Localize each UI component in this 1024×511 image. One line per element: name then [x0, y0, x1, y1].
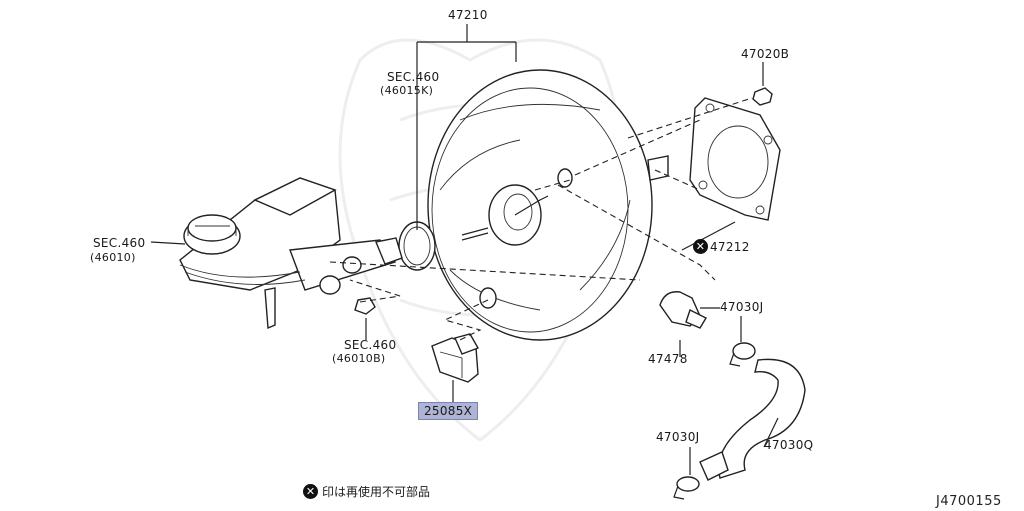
label-47030j-right: 47030J [720, 300, 764, 314]
clamp-right[interactable] [729, 342, 756, 367]
clamp-bottom[interactable] [673, 476, 700, 500]
brake-booster[interactable] [427, 69, 669, 341]
non-reusable-note-text: 印は再使用不可部品 [322, 485, 431, 499]
label-sec460-bottom: SEC.460 [344, 338, 397, 352]
nut[interactable] [752, 87, 773, 106]
label-sec460-left: SEC.460 [93, 236, 146, 250]
label-sec460-bottom-sub: (46010B) [332, 352, 386, 365]
gasket[interactable] [689, 97, 781, 221]
dashed-alignment-lines [329, 97, 753, 341]
non-reusable-mark-icon: ✕ [693, 239, 708, 254]
label-47212: ✕ 47212 [693, 239, 750, 254]
non-reusable-note: ✕ 印は再使用不可部品 [303, 483, 430, 500]
label-47030q: 47030Q [764, 438, 814, 452]
label-sec460-top: SEC.460 [387, 70, 440, 84]
pressure-sensor[interactable] [431, 333, 480, 383]
label-47210: 47210 [448, 8, 488, 22]
diagram-code: J4700155 [936, 494, 1002, 509]
label-47030j-bottom: 47030J [656, 430, 700, 444]
vacuum-hose[interactable] [699, 358, 806, 481]
non-reusable-note-icon: ✕ [303, 484, 318, 499]
label-sec460-left-sub: (46010) [90, 251, 136, 264]
label-sec460-top-sub: (46015K) [380, 84, 434, 97]
label-25085x-highlighted[interactable]: 25085X [418, 402, 479, 420]
label-47478: 47478 [648, 352, 688, 366]
leader-lines [150, 24, 779, 475]
label-47020b: 47020B [741, 47, 790, 61]
check-valve[interactable] [659, 291, 707, 329]
label-47212-text: 47212 [710, 239, 750, 254]
master-cylinder[interactable] [179, 177, 403, 330]
